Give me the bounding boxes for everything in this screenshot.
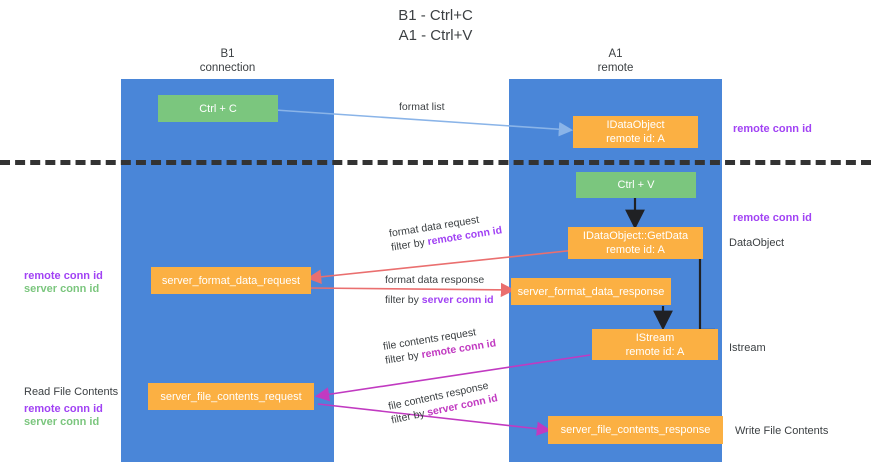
label-right-istream: Istream	[729, 342, 766, 354]
edge-caption-format-data-response: format data response filter by server co…	[385, 273, 494, 307]
node-istream[interactable]: IStream remote id: A	[592, 329, 718, 360]
node-idataobject[interactable]: IDataObject remote id: A	[573, 116, 698, 148]
edge-caption-format-data-response-line1: format data response	[385, 274, 485, 286]
label-right-remote-conn-id-top: remote conn id	[733, 123, 812, 135]
node-ctrl-c[interactable]: Ctrl + C	[158, 95, 278, 122]
label-left-server-conn-id-mid: server conn id	[24, 283, 100, 295]
node-server-format-data-request[interactable]: server_format_data_request	[151, 267, 311, 294]
lane-title-b1: B1 connection	[199, 48, 256, 74]
accent-server-conn-id: server conn id	[421, 294, 494, 306]
edge-caption-format-list-line1: format list	[399, 101, 445, 113]
edge-caption-file-contents-request: file contents request filter by remote c…	[382, 322, 497, 367]
edge-caption-format-list: format list	[399, 100, 445, 114]
filter-by-text: filter by	[385, 294, 422, 306]
node-ctrl-v[interactable]: Ctrl + V	[576, 172, 696, 198]
edge-caption-format-data-request: format data request filter by remote con…	[388, 209, 503, 254]
page-title: B1 - Ctrl+C A1 - Ctrl+V	[398, 7, 473, 44]
node-server-format-data-response[interactable]: server_format_data_response	[511, 278, 671, 305]
label-right-dataobject: DataObject	[729, 237, 785, 249]
label-right-write-file-contents: Write File Contents	[735, 425, 829, 437]
edge-caption-format-data-response-line2: filter by server conn id	[385, 293, 494, 307]
node-idataobject-getdata[interactable]: IDataObject::GetData remote id: A	[568, 227, 703, 259]
node-server-file-contents-response[interactable]: server_file_contents_response	[548, 416, 723, 444]
label-left-server-conn-id-bottom: server conn id	[24, 416, 100, 428]
lane-title-a1: A1 remote	[597, 48, 634, 74]
label-left-remote-conn-id-bottom: remote conn id	[24, 403, 103, 415]
label-right-remote-conn-id-mid: remote conn id	[733, 212, 812, 224]
edge-caption-file-contents-response: file contents response filter by server …	[387, 377, 499, 427]
phase-separator	[0, 160, 871, 165]
label-left-remote-conn-id-mid: remote conn id	[24, 270, 103, 282]
node-server-file-contents-request[interactable]: server_file_contents_request	[148, 383, 314, 410]
label-left-read-file-contents: Read File Contents	[24, 386, 119, 398]
